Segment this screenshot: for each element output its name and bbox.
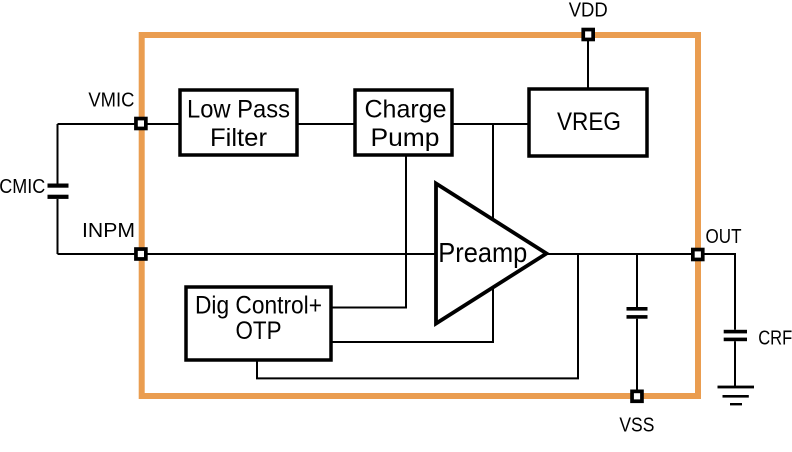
svg-text:Dig Control+: Dig Control+ xyxy=(195,292,322,320)
svg-text:Filter: Filter xyxy=(210,124,267,152)
svg-text:VREG: VREG xyxy=(557,108,621,136)
svg-text:Charge: Charge xyxy=(365,96,447,124)
svg-text:OUT: OUT xyxy=(706,226,742,248)
svg-text:Preamp: Preamp xyxy=(438,237,527,268)
svg-text:VMIC: VMIC xyxy=(88,90,134,112)
svg-text:INPM: INPM xyxy=(82,220,135,242)
svg-text:VSS: VSS xyxy=(619,415,654,437)
svg-text:CMIC: CMIC xyxy=(0,176,45,198)
svg-text:OTP: OTP xyxy=(236,317,282,345)
svg-text:CRF: CRF xyxy=(758,327,792,349)
svg-text:Low Pass: Low Pass xyxy=(187,96,290,124)
svg-text:Pump: Pump xyxy=(371,124,440,152)
svg-text:VDD: VDD xyxy=(569,0,608,22)
